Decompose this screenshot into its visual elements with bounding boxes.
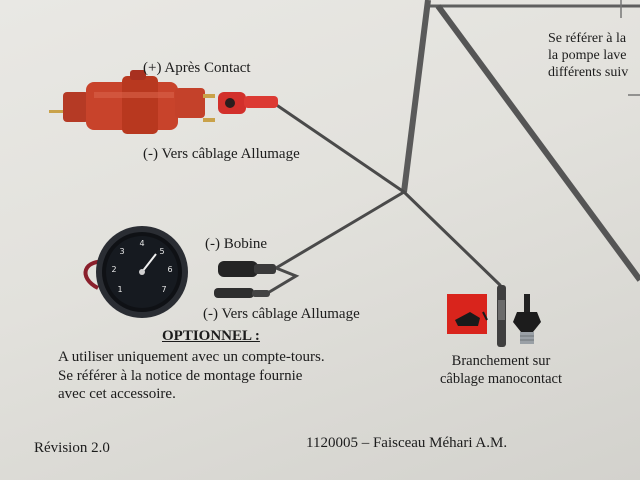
label-vers-cablage-allumage: (-) Vers câblage Allumage <box>143 146 300 162</box>
manocontact-label-line: câblage manocontact <box>440 371 562 387</box>
optionnel-title: OPTIONNEL : <box>162 328 260 344</box>
tacho-number: 7 <box>161 285 166 294</box>
wire-coil <box>276 104 406 194</box>
manocontact-label-line: Branchement sur <box>451 353 551 369</box>
wire-tacho-lower <box>264 266 300 296</box>
tacho-number: 1 <box>117 285 122 294</box>
allumage-connector-icon <box>214 288 270 298</box>
reference-label: 1120005 – Faisceau Méhari A.M. <box>306 435 508 451</box>
manocontact-connector-icon <box>497 285 506 347</box>
tachometer-icon: 1 2 3 4 5 6 7 <box>83 226 188 318</box>
tacho-dial-numbers: 1 2 3 4 5 6 7 <box>111 239 172 294</box>
frame-lines <box>401 0 640 282</box>
bobine-connector-icon <box>218 261 276 277</box>
optionnel-line: Se référer à la notice de montage fourni… <box>58 367 303 384</box>
tacho-number: 2 <box>111 265 116 274</box>
label-bobine: (-) Bobine <box>205 236 268 252</box>
label-vers-cablage-allumage-tacho: (-) Vers câblage Allumage <box>203 306 360 322</box>
optionnel-description: A utiliser uniquement avec un compte-tou… <box>58 348 325 404</box>
wire-manocontact <box>402 190 502 287</box>
label-apres-contact: (+) Après Contact <box>143 60 251 76</box>
right-note: Se référer à la la pompe lave différents… <box>548 30 628 81</box>
wires <box>264 104 502 296</box>
right-note-line: Se référer à la <box>548 31 627 46</box>
wire-tacho-upper <box>274 190 406 270</box>
oil-pressure-icon <box>447 294 488 334</box>
tacho-number: 4 <box>139 239 144 248</box>
ignition-coil-icon <box>49 70 278 134</box>
revision-label: Révision 2.0 <box>34 440 110 456</box>
tacho-number: 3 <box>119 247 124 256</box>
pressure-switch-icon <box>513 294 541 344</box>
manocontact-label: Branchement sur câblage manocontact <box>426 352 576 388</box>
optionnel-line: avec cet accessoire. <box>58 386 176 402</box>
right-note-line: différents suiv <box>548 65 629 80</box>
optionnel-line: A utiliser uniquement avec un compte-tou… <box>58 349 325 365</box>
tacho-number: 5 <box>159 247 164 256</box>
right-note-line: la pompe lave <box>548 48 627 63</box>
tacho-number: 6 <box>167 265 172 274</box>
